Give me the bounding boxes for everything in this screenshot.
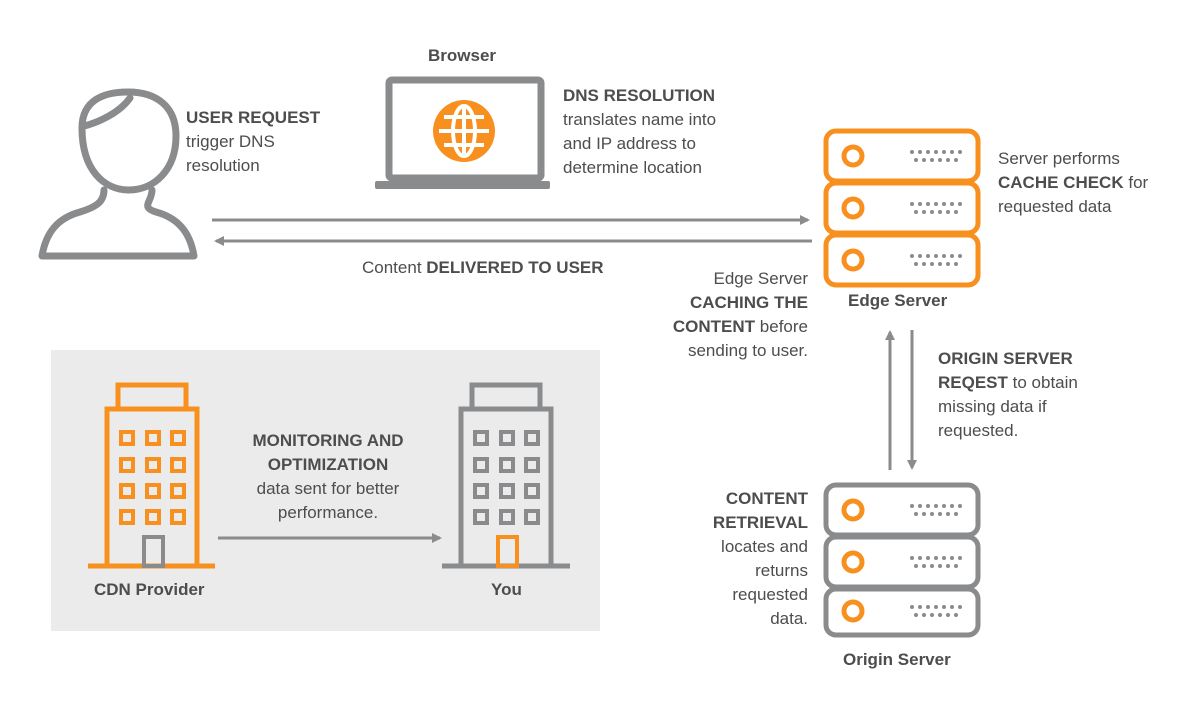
- user-request-line1: trigger DNS: [186, 132, 275, 151]
- user-request-title: USER REQUEST: [186, 108, 321, 127]
- origin-request-line4: requested.: [938, 421, 1019, 440]
- browser-label: Browser: [428, 46, 497, 65]
- cache-check-bold: CACHE CHECK: [998, 173, 1124, 192]
- cache-check-text: Server performs CACHE CHECK for requeste…: [998, 147, 1148, 219]
- edge-caching-bold2: CONTENT: [672, 317, 756, 336]
- monitoring-bold2: OPTIMIZATION: [267, 455, 389, 474]
- delivered-bold: DELIVERED TO USER: [426, 258, 604, 277]
- monitoring-line3: data sent for better: [256, 479, 400, 498]
- edge-caching-text: Edge Server CACHING THE CONTENT before s…: [610, 267, 808, 363]
- dns-line1: translates name into: [563, 110, 717, 129]
- cache-check-line3: requested data: [998, 197, 1112, 216]
- origin-request-line3: missing data if: [938, 397, 1047, 416]
- monitoring-line4: performance.: [277, 503, 379, 522]
- user-request-text: USER REQUEST trigger DNS resolution: [186, 106, 320, 178]
- laptop-globe-icon: [375, 76, 550, 189]
- monitoring-text: MONITORING AND OPTIMIZATION data sent fo…: [222, 429, 434, 525]
- delivered-text: Content DELIVERED TO USER: [362, 256, 604, 280]
- cdn-provider-label: CDN Provider: [94, 580, 205, 599]
- content-retrieval-bold1: CONTENT: [725, 489, 808, 508]
- origin-server-icon: [823, 482, 981, 638]
- delivered-prefix: Content: [362, 258, 427, 277]
- edge-caching-line4: sending to user.: [687, 341, 808, 360]
- cdn-provider-building-icon: [88, 382, 215, 569]
- content-retrieval-line4: returns: [755, 561, 808, 580]
- origin-request-bold2: REQEST: [938, 373, 1008, 392]
- origin-request-after: to obtain: [1007, 373, 1078, 392]
- you-building-icon: [442, 382, 570, 569]
- edge-caching-line1: Edge Server: [713, 269, 809, 288]
- cache-check-line1: Server performs: [998, 149, 1120, 168]
- origin-server-label: Origin Server: [843, 650, 951, 669]
- dns-resolution-text: DNS RESOLUTION translates name into and …: [563, 84, 716, 180]
- dns-line2: and IP address to: [563, 134, 696, 153]
- edge-server-icon: [823, 128, 981, 288]
- content-retrieval-text: CONTENT RETRIEVAL locates and returns re…: [650, 487, 808, 631]
- user-request-line2: resolution: [186, 156, 260, 175]
- origin-request-text: ORIGIN SERVER REQEST to obtain missing d…: [938, 347, 1078, 443]
- content-retrieval-line3: locates and: [721, 537, 808, 556]
- origin-request-bold1: ORIGIN SERVER: [938, 349, 1073, 368]
- cache-check-after: for: [1123, 173, 1149, 192]
- monitoring-panel: [51, 350, 600, 631]
- content-retrieval-line5: requested: [732, 585, 808, 604]
- content-retrieval-line6: data.: [770, 609, 808, 628]
- dns-line3: determine location: [563, 158, 702, 177]
- edge-caching-after: before: [755, 317, 808, 336]
- edge-caching-bold1: CACHING THE: [689, 293, 808, 312]
- user-icon: [38, 88, 198, 260]
- you-label: You: [491, 580, 522, 599]
- monitoring-bold1: MONITORING AND: [252, 431, 404, 450]
- content-retrieval-bold2: RETRIEVAL: [712, 513, 808, 532]
- edge-server-label: Edge Server: [848, 291, 948, 310]
- dns-title: DNS RESOLUTION: [563, 86, 716, 105]
